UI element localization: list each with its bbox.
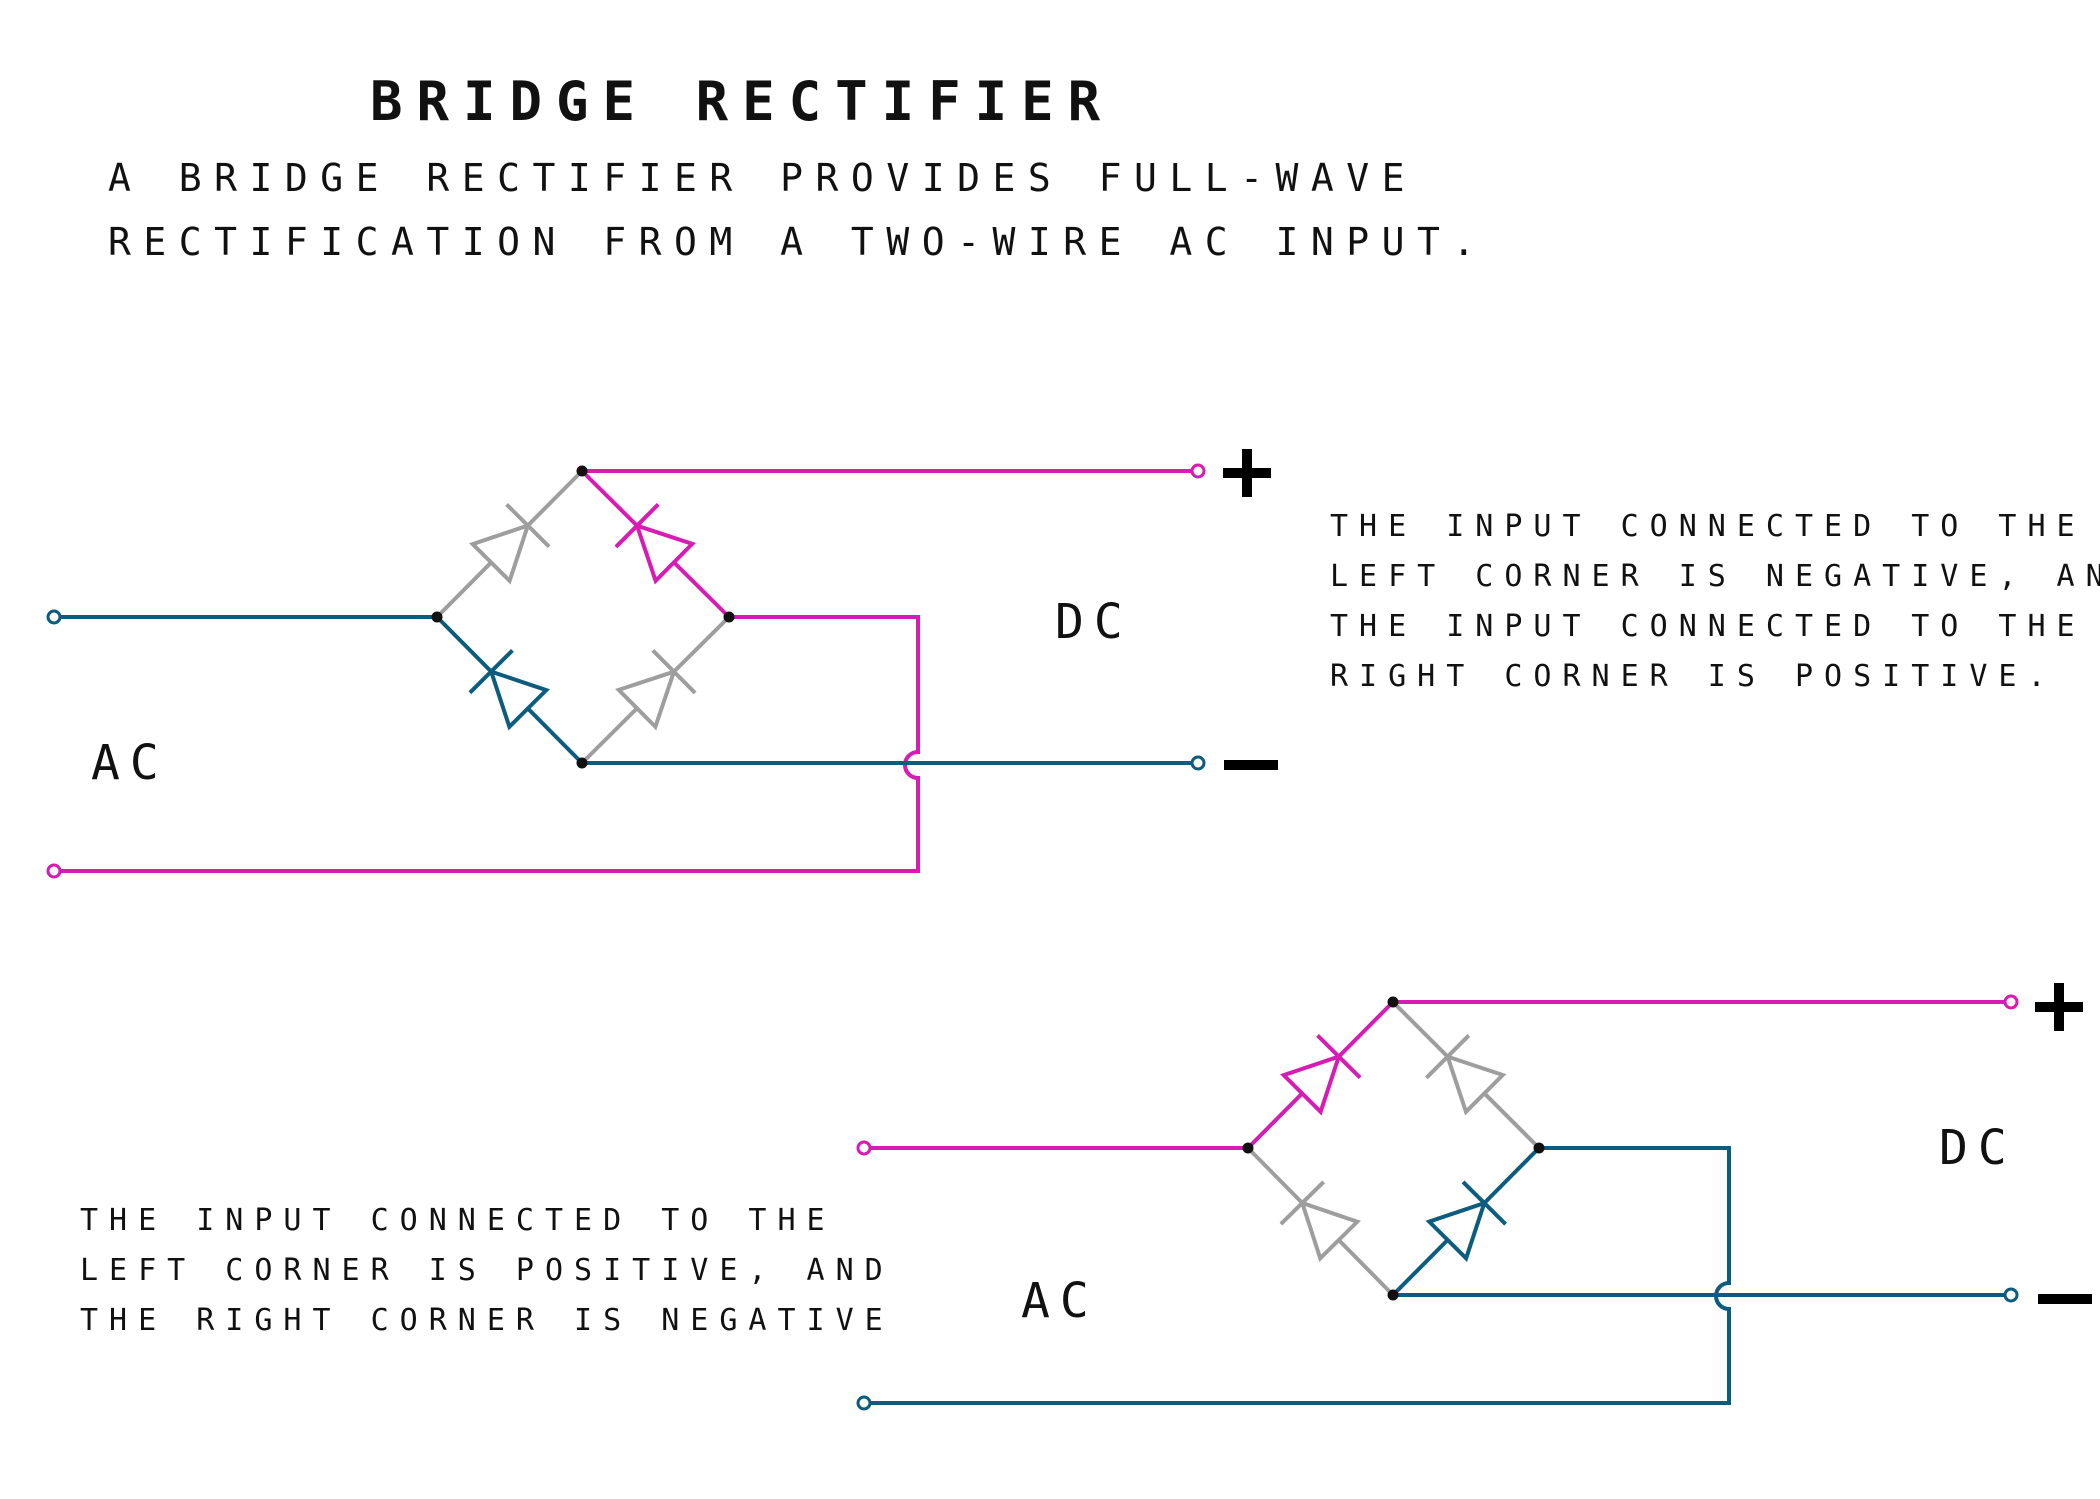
top-ac-input-positive-return <box>54 615 920 873</box>
bottom-note-line-1: THE INPUT CONNECTED TO THE <box>80 1203 836 1238</box>
top-diode-lower-right <box>580 615 731 765</box>
bottom-node-bottom <box>1387 1289 1399 1301</box>
bottom-minus-sign <box>2038 1294 2092 1304</box>
circuit-top: DC AC THE INPUT CONNECTED TO THE LEFT CO… <box>46 449 2100 879</box>
bottom-diode-upper-left <box>1246 1000 1395 1150</box>
bottom-note-line-3: THE RIGHT CORNER IS NEGATIVE <box>80 1303 894 1338</box>
diode-triangle <box>1444 1053 1507 1116</box>
circuit-bottom-wires <box>864 1000 2006 1405</box>
circuit-top-wires <box>54 469 1192 873</box>
diode-triangle <box>1425 1199 1488 1262</box>
bottom-dc-terminal-positive <box>2003 994 2019 1010</box>
top-note-line-3: THE INPUT CONNECTED TO THE <box>1330 609 2086 644</box>
top-note-line-2: LEFT CORNER IS NEGATIVE, AND <box>1330 559 2100 594</box>
diode-cathode-bar <box>1461 1180 1508 1226</box>
top-diode-upper-right <box>580 469 731 619</box>
diode-triangle <box>633 522 696 585</box>
top-note-line-1: THE INPUT CONNECTED TO THE <box>1330 509 2086 544</box>
diode-cathode-bar <box>1424 1033 1471 1080</box>
top-dc-terminal-negative <box>1190 755 1206 771</box>
bottom-node-top <box>1387 996 1399 1008</box>
bottom-plus-sign-horizontal <box>2035 1002 2083 1012</box>
bottom-ac-input-negative-return <box>864 1146 1731 1405</box>
top-dc-label: DC <box>1055 594 1133 650</box>
diode-triangle <box>488 668 550 731</box>
diode-cathode-bar <box>1316 1033 1362 1080</box>
bottom-ac-terminal-upper <box>856 1140 872 1156</box>
top-ac-terminal-upper <box>46 609 62 625</box>
bottom-diode-upper-right <box>1391 1000 1541 1150</box>
subtitle-line-2: RECTIFICATION FROM A TWO-WIRE AC INPUT. <box>108 220 1488 264</box>
diode-cathode-bar <box>505 502 551 549</box>
bottom-node-right <box>1533 1142 1545 1154</box>
bottom-dc-terminal-negative <box>2003 1287 2019 1303</box>
top-node-bottom <box>576 757 588 769</box>
diode-triangle <box>469 522 531 585</box>
diode-triangle <box>1299 1199 1361 1262</box>
diode-cathode-bar <box>614 502 660 549</box>
top-node-left <box>431 611 443 623</box>
top-diode-lower-left <box>435 615 584 765</box>
diode-cathode-bar <box>651 648 697 695</box>
diode-cathode-bar <box>468 648 514 695</box>
circuit-bottom: DC AC THE INPUT CONNECTED TO THE LEFT CO… <box>80 983 2092 1411</box>
bottom-ac-label: AC <box>1021 1273 1099 1329</box>
bottom-node-left <box>1242 1142 1254 1154</box>
bottom-ac-terminal-lower <box>856 1395 872 1411</box>
diode-cathode-bar <box>1279 1180 1326 1226</box>
bottom-diode-lower-right <box>1391 1146 1541 1297</box>
diode-triangle <box>615 668 678 731</box>
bottom-diode-lower-left <box>1246 1146 1395 1297</box>
bottom-note-line-2: LEFT CORNER IS POSITIVE, AND <box>80 1253 894 1288</box>
top-plus-sign-horizontal <box>1223 468 1271 478</box>
top-minus-sign <box>1224 760 1278 770</box>
top-node-top <box>576 465 588 477</box>
top-dc-terminal-positive <box>1190 463 1206 479</box>
top-node-right <box>723 611 735 623</box>
page-title: BRIDGE RECTIFIER <box>370 70 1114 133</box>
top-ac-label: AC <box>91 735 169 791</box>
subtitle-line-1: A BRIDGE RECTIFIER PROVIDES FULL-WAVE <box>108 156 1417 200</box>
top-note-line-4: RIGHT CORNER IS POSITIVE. <box>1330 659 2057 694</box>
top-ac-terminal-lower <box>46 863 62 879</box>
diode-triangle <box>1280 1053 1342 1116</box>
bottom-dc-label: DC <box>1939 1120 2017 1176</box>
top-diode-upper-left <box>435 469 584 619</box>
